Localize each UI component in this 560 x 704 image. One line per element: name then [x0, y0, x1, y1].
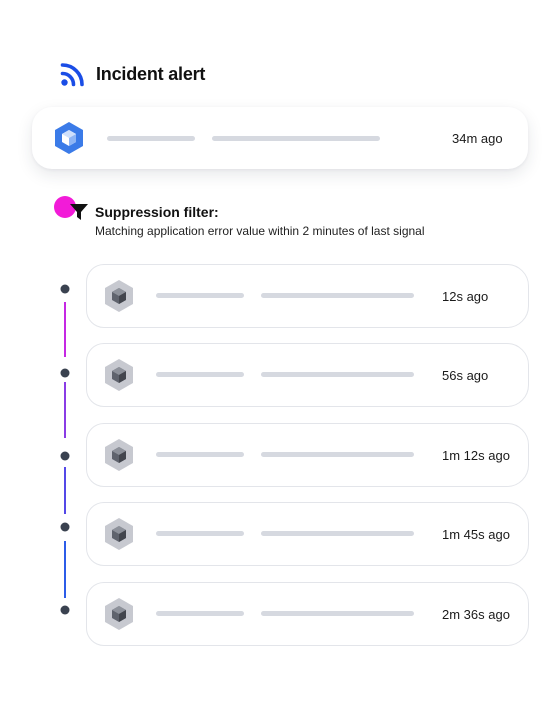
placeholder-bar	[261, 611, 414, 616]
timeline-node	[60, 451, 70, 461]
event-time: 1m 12s ago	[442, 448, 510, 463]
event-time: 1m 45s ago	[442, 527, 510, 542]
placeholder-bar	[261, 452, 414, 457]
event-card[interactable]: 56s ago	[86, 343, 529, 407]
suppression-filter-description: Matching application error value within …	[95, 224, 425, 238]
event-card[interactable]: 1m 12s ago	[86, 423, 529, 487]
event-card[interactable]: 2m 36s ago	[86, 582, 529, 646]
page-title: Incident alert	[96, 63, 206, 84]
timeline	[54, 196, 76, 615]
event-time: 2m 36s ago	[442, 607, 510, 622]
timeline-node	[60, 368, 70, 378]
event-time: 56s ago	[442, 368, 489, 383]
timeline-node	[60, 284, 70, 294]
timeline-node	[60, 605, 70, 615]
event-time: 12s ago	[442, 289, 489, 304]
cube-service-icon	[105, 598, 133, 630]
placeholder-bar	[261, 531, 414, 536]
placeholder-bar	[212, 136, 380, 141]
alert-time: 34m ago	[452, 131, 503, 146]
placeholder-bar	[156, 372, 244, 377]
filter-start-dot	[54, 196, 76, 218]
cube-service-icon	[105, 359, 133, 391]
cube-service-icon	[105, 280, 133, 312]
event-card[interactable]: 1m 45s ago	[86, 502, 529, 566]
event-card[interactable]: 12s ago	[86, 264, 529, 328]
filter-icon	[70, 204, 88, 220]
placeholder-bar	[261, 293, 414, 298]
placeholder-bar	[156, 452, 244, 457]
rss-feed-icon	[60, 63, 84, 87]
cube-service-icon	[105, 439, 133, 471]
timeline-node	[60, 522, 70, 532]
incident-alert-header: Incident alert	[60, 60, 205, 88]
placeholder-bar	[156, 293, 244, 298]
cube-service-icon	[105, 518, 133, 550]
suppression-filter-title: Suppression filter:	[95, 204, 219, 220]
placeholder-bar	[261, 372, 414, 377]
cube-service-icon	[55, 122, 83, 154]
placeholder-bar	[107, 136, 195, 141]
placeholder-bar	[156, 611, 244, 616]
placeholder-bar	[156, 531, 244, 536]
incident-alert-card[interactable]: 34m ago	[32, 107, 528, 169]
